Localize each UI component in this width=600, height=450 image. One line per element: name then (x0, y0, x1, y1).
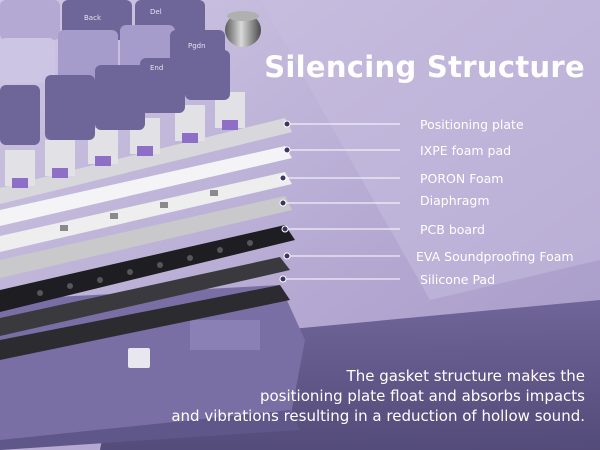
leader-dots (279, 120, 291, 283)
layer-ixpe-foam (0, 146, 292, 226)
label-positioning-plate: Positioning plate (420, 117, 524, 132)
keycap-legend-pgdn: Pgdn (188, 42, 206, 50)
page-title: Silencing Structure (264, 50, 585, 84)
layer-poron-foam (0, 172, 292, 252)
layer-pcb-board (0, 225, 295, 312)
description-line-3: and vibrations resulting in a reduction … (171, 407, 585, 425)
label-pcb-board: PCB board (420, 222, 485, 237)
label-silicone-pad: Silicone Pad (420, 272, 496, 287)
leader-lines (283, 123, 400, 280)
description-line-2: positioning plate float and absorbs impa… (259, 387, 585, 405)
label-poron-foam: PORON Foam (420, 171, 504, 186)
description-text: The gasket structure makes the positioni… (140, 366, 585, 426)
label-ixpe-foam-pad: IXPE foam pad (420, 143, 512, 158)
layer-positioning-plate (0, 118, 292, 204)
keycap-legend-end: End (150, 64, 163, 72)
label-eva-soundproofing-foam: EVA Soundproofing Foam (416, 249, 574, 264)
volume-knob (225, 13, 261, 47)
layer-silicone-pad (0, 285, 290, 360)
layer-diaphragm (0, 196, 292, 278)
description-line-1: The gasket structure makes the (346, 367, 585, 385)
key-switches (5, 92, 245, 188)
keycap-legend-del: Del (150, 8, 162, 16)
label-diaphragm: Diaphragm (420, 193, 490, 208)
layer-eva-foam (0, 257, 290, 336)
keycaps (0, 0, 230, 145)
keycap-legend-back: Back (84, 14, 102, 22)
